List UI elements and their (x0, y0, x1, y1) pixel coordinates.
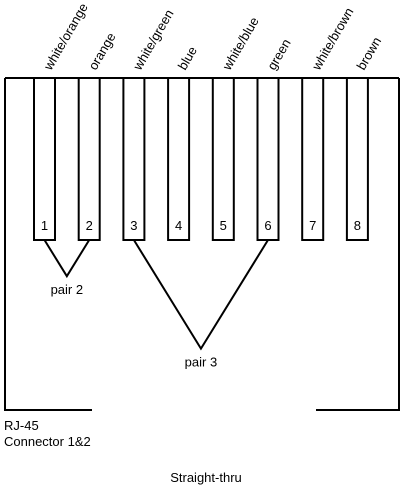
pin-3-color-label: white/green (130, 7, 177, 74)
pin-6-color-label: green (264, 36, 294, 72)
connector-label-line1: RJ-45 (4, 418, 39, 433)
pin-8-color-label: brown (354, 34, 385, 72)
connector-outline-left (4, 78, 92, 411)
pairs-group: pair 2 pair 3 (43, 239, 269, 370)
pin-6-slot (256, 77, 280, 241)
pair-2-connector (133, 239, 269, 351)
pin-7-slot (301, 77, 325, 241)
pin-3-number: 3 (130, 218, 137, 233)
pin-5-slot (211, 77, 235, 241)
pin-7-number: 7 (309, 218, 316, 233)
pin-3-slot (122, 77, 146, 241)
pair-1-connector (43, 239, 91, 279)
pin-4-slot (167, 77, 191, 241)
pair-1-label: pair 2 (51, 282, 84, 297)
connector-outline-right (316, 78, 400, 411)
connector-label-line2: Connector 1&2 (4, 434, 91, 449)
pin-1-number: 1 (41, 218, 48, 233)
pins-group: 1 white/orange 2 orange 3 white/green 4 blue 5 wh… (33, 1, 385, 241)
pin-5-color-label: white/blue (219, 14, 262, 73)
pin-6-number: 6 (264, 218, 271, 233)
diagram-caption: Straight-thru (170, 470, 242, 485)
pin-5-number: 5 (220, 218, 227, 233)
pin-8-slot (345, 77, 369, 241)
pin-2-number: 2 (86, 218, 93, 233)
pin-1-slot (33, 77, 56, 241)
pin-8-number: 8 (354, 218, 361, 233)
pin-2-slot (77, 77, 101, 241)
pin-4-color-label: blue (175, 44, 200, 73)
pair-2-label: pair 3 (185, 355, 218, 370)
pin-7-color-label: white/brown (308, 5, 356, 73)
pin-1-color-label: white/orange (40, 1, 91, 74)
pin-4-number: 4 (175, 218, 182, 233)
pin-2-color-label: orange (85, 30, 118, 73)
